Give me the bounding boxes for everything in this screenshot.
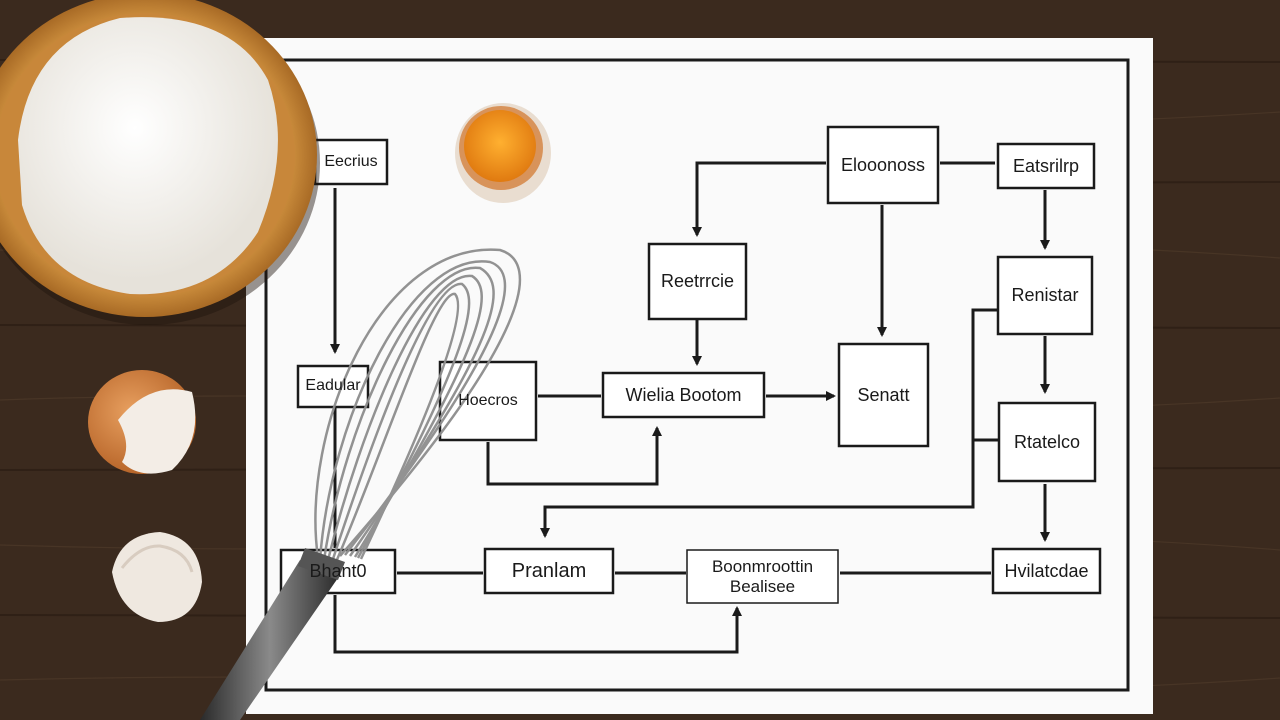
diagram-node	[313, 138, 389, 186]
empty-egg-shell	[112, 532, 202, 622]
flour	[18, 17, 278, 295]
broken-egg-shell	[88, 370, 196, 474]
diagram-node	[997, 401, 1097, 483]
diagram-frame	[264, 58, 1130, 692]
diagram-node	[647, 242, 748, 321]
diagram-node	[686, 549, 839, 604]
diagram-connectors	[330, 161, 1050, 654]
diagram-node	[601, 371, 766, 419]
diagram-node	[991, 547, 1102, 595]
diagram-node	[483, 547, 615, 595]
egg-yolk-in-shell	[455, 103, 551, 203]
diagram-node	[996, 255, 1094, 336]
diagram-node	[826, 125, 940, 205]
whisk	[200, 248, 522, 720]
diagram-node	[996, 142, 1096, 190]
diagram-nodes	[279, 125, 1102, 604]
diagram-node	[837, 342, 930, 448]
flour-bowl	[0, 0, 320, 325]
